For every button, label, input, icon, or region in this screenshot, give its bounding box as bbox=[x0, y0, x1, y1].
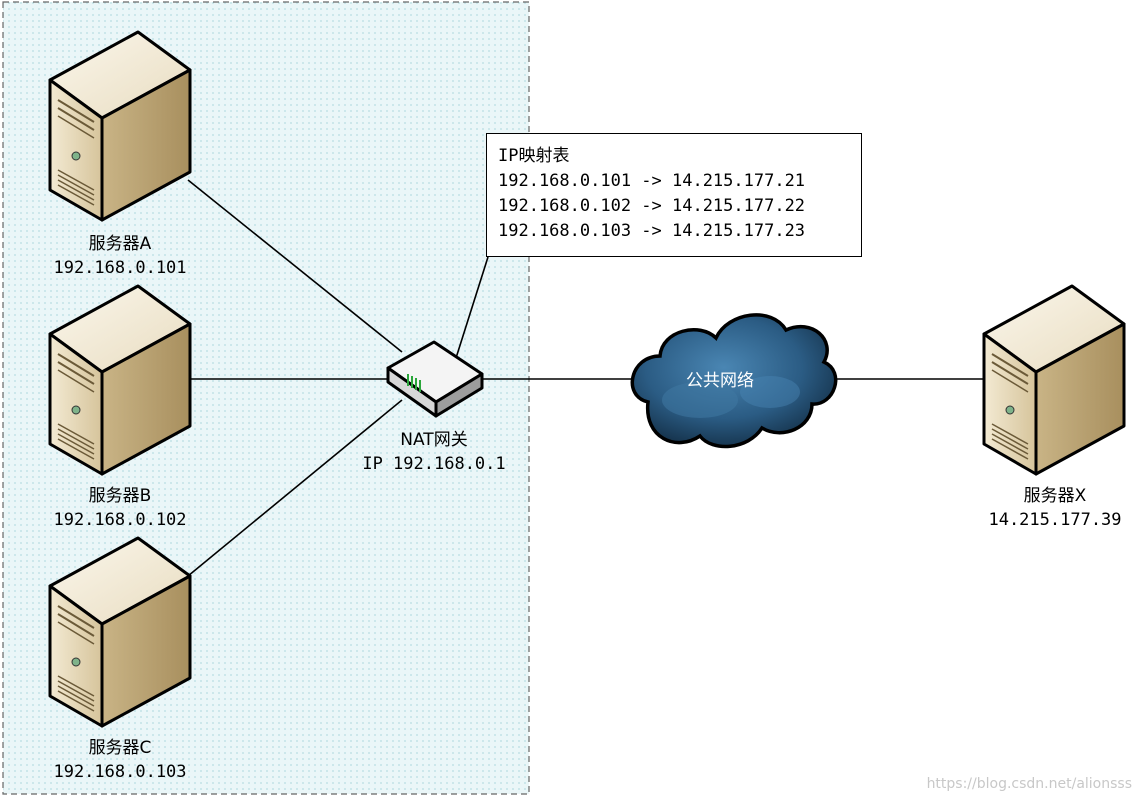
server-x-label: 服务器X 14.215.177.39 bbox=[970, 484, 1140, 532]
server-b-label: 服务器B 192.168.0.102 bbox=[40, 484, 200, 532]
mapping-row: 192.168.0.103 -> 14.215.177.23 bbox=[498, 221, 806, 241]
gateway-label: NAT网关 IP 192.168.0.1 bbox=[344, 428, 524, 476]
server-a-ip: 192.168.0.101 bbox=[53, 258, 187, 278]
server-x-icon bbox=[982, 284, 1126, 476]
watermark: https://blog.csdn.net/alionsss bbox=[926, 776, 1132, 792]
server-x-ip: 14.215.177.39 bbox=[988, 510, 1122, 530]
cloud-label: 公共网络 bbox=[686, 371, 754, 391]
link-server-c-gateway bbox=[187, 399, 403, 577]
ip-mapping-table: IP映射表 192.168.0.101 -> 14.215.177.21 192… bbox=[486, 133, 862, 257]
server-b-ip: 192.168.0.102 bbox=[53, 510, 187, 530]
link-server-a-gateway bbox=[187, 179, 403, 353]
server-c-name: 服务器C bbox=[88, 738, 152, 758]
mapping-row: 192.168.0.102 -> 14.215.177.22 bbox=[498, 196, 806, 216]
server-b-name: 服务器B bbox=[88, 486, 152, 506]
callout-pointer bbox=[455, 256, 489, 359]
gateway-ip: IP 192.168.0.1 bbox=[362, 454, 506, 474]
router-icon bbox=[386, 340, 484, 418]
server-c-label: 服务器C 192.168.0.103 bbox=[40, 736, 200, 784]
public-network-cloud bbox=[630, 313, 838, 449]
server-x-name: 服务器X bbox=[1023, 486, 1087, 506]
server-a-label: 服务器A 192.168.0.101 bbox=[40, 232, 200, 280]
server-a-name: 服务器A bbox=[88, 234, 152, 254]
gateway-name: NAT网关 bbox=[400, 430, 468, 450]
server-c-ip: 192.168.0.103 bbox=[53, 762, 187, 782]
mapping-table-title: IP映射表 bbox=[498, 146, 570, 166]
mapping-row: 192.168.0.101 -> 14.215.177.21 bbox=[498, 171, 806, 191]
